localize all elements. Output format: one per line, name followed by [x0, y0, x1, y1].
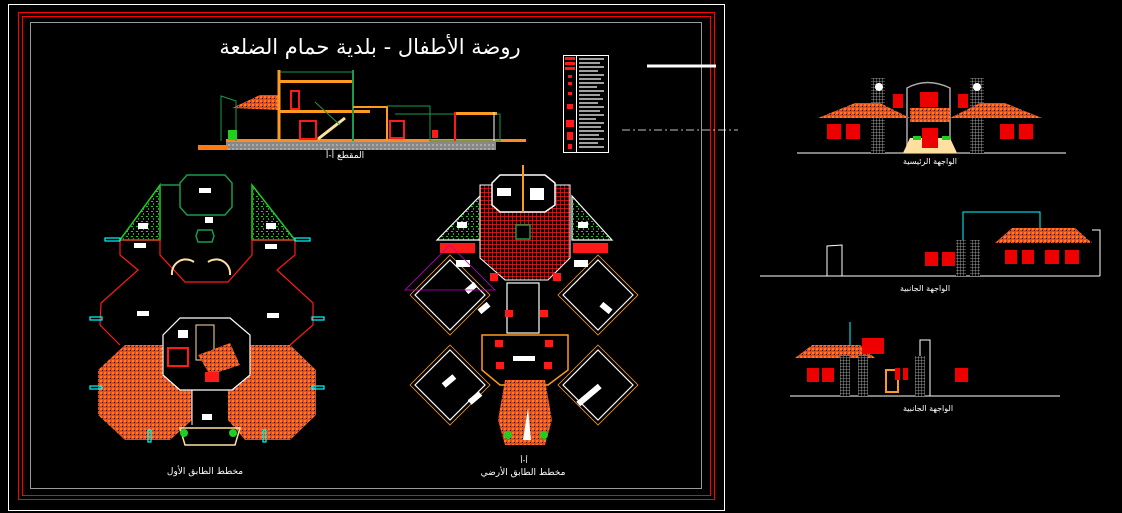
side-elevation-1 — [760, 211, 1101, 277]
main-elevation-label: الواجهة الرئيسية — [903, 157, 957, 166]
first-floor-plan-label: مخطط الطابق الأول — [167, 465, 243, 477]
ground-floor-plan-label: مخطط الطابق الأرضي — [481, 466, 566, 478]
sheet-frame — [8, 4, 725, 511]
side-elevation-2-label: الواجهة الجانبية — [903, 404, 953, 413]
side-elevation-2 — [790, 322, 1060, 397]
section-drawing — [198, 70, 526, 150]
section-label: المقطع أ-أ — [326, 149, 364, 161]
side-elevation-1-label: الواجهة الجانبية — [900, 284, 950, 293]
legend-table — [563, 55, 609, 153]
main-elevation — [797, 78, 1066, 154]
first-floor-plan — [89, 174, 325, 446]
sheet-title: روضة الأطفال - بلدية حمام الضلعة — [219, 34, 520, 59]
ground-floor-plan — [404, 165, 639, 445]
section-marker-label: أ-أ — [520, 455, 527, 465]
